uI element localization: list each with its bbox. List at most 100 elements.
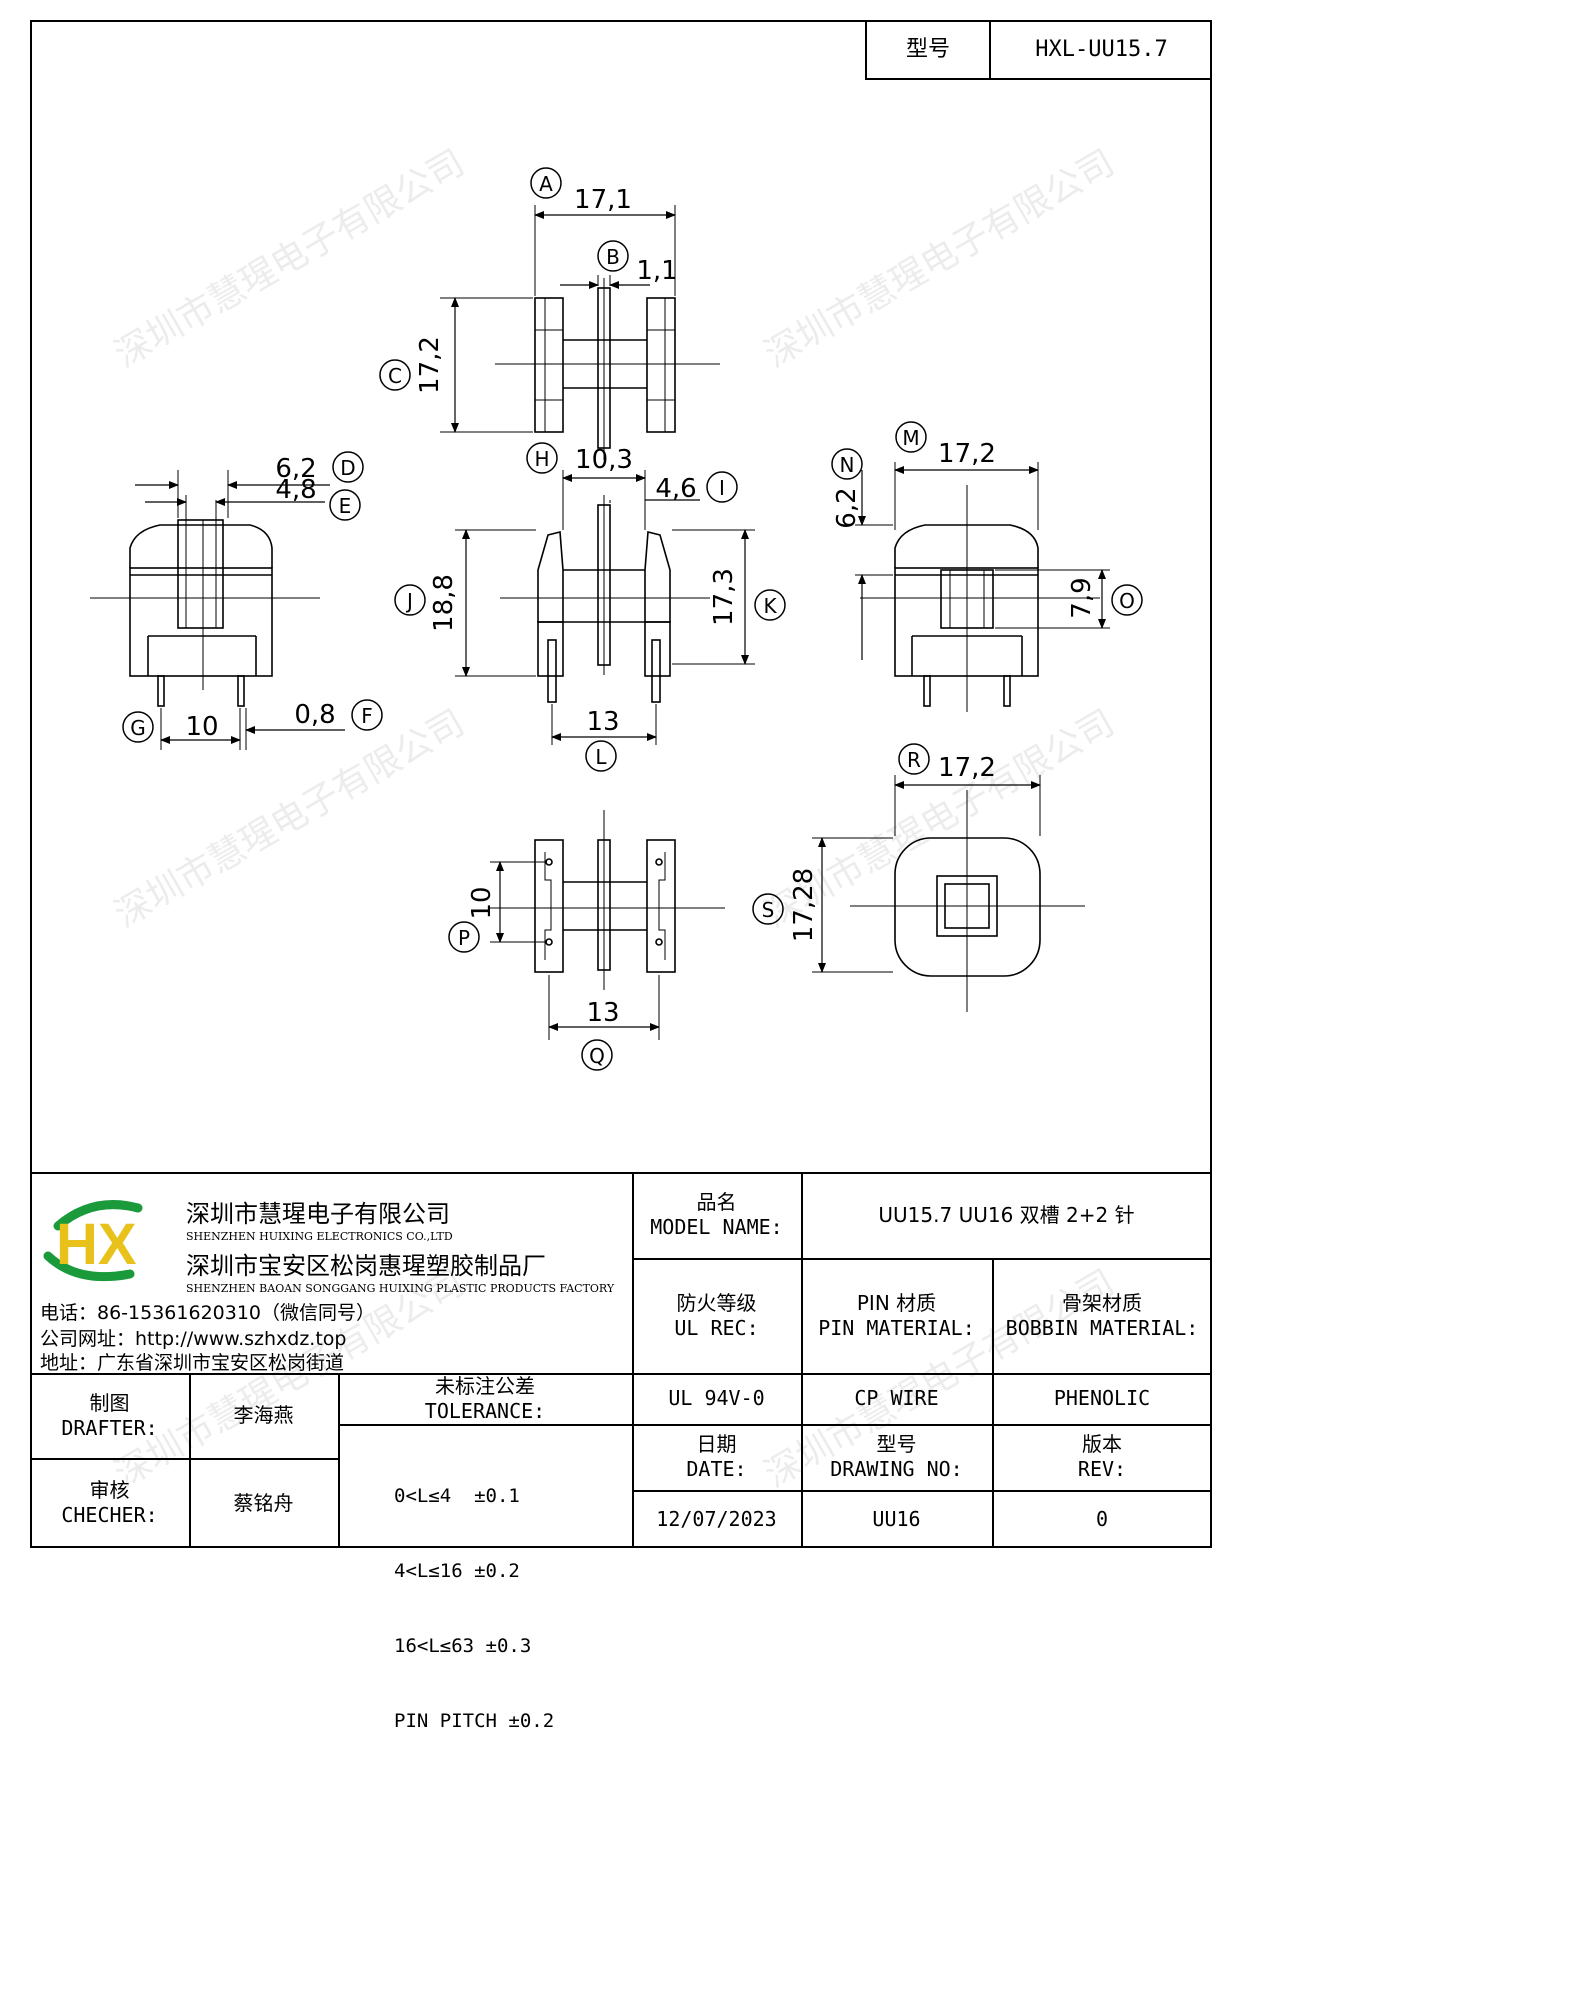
drafter-cn: 制图 bbox=[89, 1390, 130, 1415]
factory-name-cn: 深圳市宝安区松岗惠瑆塑胶制品厂 bbox=[186, 1252, 546, 1280]
dim-k-value: 17,3 bbox=[709, 568, 739, 626]
balloon-p bbox=[448, 921, 480, 953]
header-model-box: 型号 HXL-UU15.7 bbox=[865, 20, 1212, 80]
dim-n-label: N bbox=[840, 453, 855, 477]
grid-line bbox=[189, 1373, 191, 1548]
dim-s-label: S bbox=[762, 898, 775, 922]
dim-i-value: 4,6 bbox=[655, 474, 696, 504]
bobbin-material-en: BOBBIN MATERIAL: bbox=[1005, 1315, 1199, 1340]
dim-p-label: P bbox=[458, 926, 470, 950]
header-model-value: HXL-UU15.7 bbox=[1035, 36, 1168, 62]
dim-m-value: 17,2 bbox=[938, 439, 996, 469]
balloon-a bbox=[530, 167, 562, 199]
model-name-en: MODEL NAME: bbox=[650, 1215, 783, 1239]
dim-h-label: H bbox=[534, 447, 549, 471]
dim-r-label: R bbox=[907, 748, 921, 772]
ul-rec-value: UL 94V-0 bbox=[668, 1386, 765, 1410]
company-name-cn: 深圳市慧瑆电子有限公司 bbox=[186, 1200, 450, 1228]
dim-d-value: 6,2 bbox=[275, 454, 316, 484]
pin-material-label: PIN 材质 PIN MATERIAL: bbox=[801, 1258, 992, 1373]
date-cn: 日期 bbox=[696, 1432, 737, 1456]
checker-value: 蔡铭舟 bbox=[233, 1490, 294, 1515]
balloon-e bbox=[329, 489, 361, 521]
pin-material-cn: PIN 材质 bbox=[856, 1290, 937, 1315]
dim-j-label: J bbox=[405, 589, 413, 613]
balloon-j bbox=[394, 584, 426, 616]
balloon-k bbox=[754, 589, 786, 621]
dim-e-label: E bbox=[339, 494, 352, 518]
dim-k-label: K bbox=[763, 594, 777, 618]
dim-l-value: 13 bbox=[586, 707, 619, 737]
tolerance-list: 0<L≤4 ±0.1 4<L≤16 ±0.2 16<L≤63 ±0.3 PIN … bbox=[394, 1434, 554, 1784]
dim-s-value: 17,28 bbox=[789, 868, 819, 942]
pin-material-value: CP WIRE bbox=[854, 1386, 939, 1410]
title-block: HX 深圳市慧瑆电子有限公司 SHENZHEN HUIXING ELECTRON… bbox=[30, 1172, 1212, 1732]
date-label: 日期 DATE: bbox=[632, 1424, 801, 1490]
balloon-q bbox=[581, 1039, 613, 1071]
tolerance-line: 4<L≤16 ±0.2 bbox=[394, 1560, 520, 1582]
ul-rec-label: 防火等级 UL REC: bbox=[632, 1258, 801, 1373]
dim-f-label: F bbox=[361, 704, 373, 728]
bobbin-material-label: 骨架材质 BOBBIN MATERIAL: bbox=[992, 1258, 1212, 1373]
drawing-no-label: 型号 DRAWING NO: bbox=[801, 1424, 992, 1490]
rev-value: 0 bbox=[1095, 1506, 1109, 1531]
tolerance-line: 0<L≤4 ±0.1 bbox=[394, 1485, 520, 1507]
rear-view bbox=[812, 775, 1085, 1012]
logo-text: HX bbox=[56, 1212, 137, 1277]
balloon-g bbox=[122, 711, 154, 743]
dim-r-value: 17,2 bbox=[938, 753, 996, 783]
tolerance-label: 未标注公差 TOLERANCE: bbox=[338, 1373, 632, 1424]
ul-rec-en: UL REC: bbox=[674, 1315, 759, 1340]
grid-line bbox=[338, 1424, 1212, 1426]
dim-b-value: 1,1 bbox=[636, 256, 677, 286]
grid-line bbox=[632, 1490, 1212, 1492]
dim-h-value: 10,3 bbox=[575, 445, 633, 475]
drawing-frame bbox=[30, 20, 1212, 1548]
rev-label: 版本 REV: bbox=[992, 1424, 1212, 1490]
company-name-en: SHENZHEN HUIXING ELECTRONICS CO.,LTD bbox=[186, 1230, 453, 1243]
model-name-cn: 品名 bbox=[696, 1190, 737, 1214]
grid-line bbox=[801, 1172, 803, 1548]
company-phone: 电话：86-15361620310（微信同号） bbox=[40, 1302, 376, 1324]
tolerance-en: TOLERANCE: bbox=[424, 1398, 546, 1423]
company-address: 地址：广东省深圳市宝安区松岗街道 bbox=[40, 1352, 345, 1374]
tolerance-cn: 未标注公差 bbox=[435, 1373, 535, 1398]
dim-f-value: 0,8 bbox=[294, 700, 335, 730]
balloon-b bbox=[597, 240, 629, 272]
tolerance-line: 16<L≤63 ±0.3 bbox=[394, 1635, 532, 1657]
model-name-label: 品名 MODEL NAME: bbox=[632, 1172, 801, 1258]
balloon-d bbox=[332, 451, 364, 483]
drafter-value: 李海燕 bbox=[233, 1403, 294, 1427]
company-website: 公司网址：http://www.szhxdz.top bbox=[40, 1328, 347, 1350]
balloon-f bbox=[351, 699, 383, 731]
dim-g-label: G bbox=[130, 716, 146, 740]
drafter-en: DRAFTER: bbox=[61, 1415, 158, 1440]
balloon-o bbox=[1111, 584, 1143, 616]
front-view bbox=[455, 470, 755, 745]
balloon-i bbox=[706, 471, 738, 503]
dim-p-value: 10 bbox=[467, 886, 497, 919]
balloon-r bbox=[898, 743, 930, 775]
ul-rec-cn: 防火等级 bbox=[676, 1290, 757, 1315]
checker-en: CHECHER: bbox=[61, 1503, 158, 1527]
bottom-view bbox=[490, 810, 725, 1040]
dim-l-label: L bbox=[595, 745, 607, 769]
grid-line bbox=[992, 1258, 994, 1548]
company-logo: HX bbox=[43, 1200, 143, 1282]
top-view bbox=[440, 205, 720, 460]
drawing-no-cn: 型号 bbox=[876, 1432, 917, 1456]
left-side-view bbox=[90, 470, 345, 750]
checker-cn: 审核 bbox=[89, 1478, 130, 1502]
tolerance-line: PIN PITCH ±0.2 bbox=[394, 1710, 555, 1732]
grid-line bbox=[30, 1373, 1212, 1375]
checker-label: 审核 CHECHER: bbox=[30, 1458, 189, 1548]
dim-a-value: 17,1 bbox=[574, 185, 632, 215]
bobbin-material-value: PHENOLIC bbox=[1053, 1386, 1151, 1410]
dim-o-value: 7,9 bbox=[1067, 577, 1097, 618]
bobbin-material-cn: 骨架材质 bbox=[1062, 1290, 1142, 1315]
dim-o-label: O bbox=[1119, 589, 1135, 613]
dim-c-value: 17,2 bbox=[415, 336, 445, 394]
rev-en: REV: bbox=[1077, 1457, 1127, 1481]
dim-g-value: 10 bbox=[185, 712, 218, 742]
grid-line bbox=[338, 1373, 340, 1548]
